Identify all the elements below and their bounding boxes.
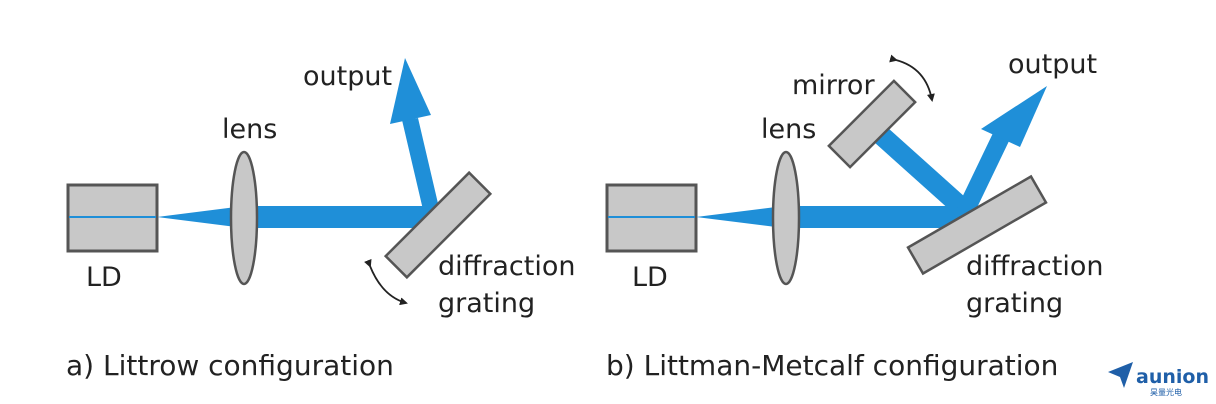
lens-label-b: lens	[761, 114, 816, 145]
output-label-b: output	[1008, 49, 1097, 80]
ld-label-b: LD	[632, 262, 668, 293]
grating-label-line1-b: diffraction	[966, 251, 1103, 282]
output-beam-a	[402, 118, 440, 214]
output-arrowhead-b	[981, 86, 1047, 147]
panel-littrow: output lens LD diffraction grating a) Li…	[66, 58, 575, 382]
lens-a	[229, 150, 259, 286]
ld-label-a: LD	[86, 262, 122, 293]
grating-label-line2-b: grating	[966, 288, 1063, 319]
collimated-beam-a	[244, 206, 434, 228]
mirror-beam-b	[874, 128, 975, 220]
grating-label-line2-a: grating	[438, 288, 535, 319]
diverging-beam-b	[696, 206, 784, 228]
mirror-label-b: mirror	[792, 70, 875, 101]
logo-name: aunion	[1136, 366, 1209, 388]
grating-label-line1-a: diffraction	[438, 251, 575, 282]
paper-plane-icon	[1108, 362, 1133, 388]
collimated-beam-b	[784, 206, 964, 228]
diverging-beam-a	[157, 206, 244, 228]
lens-b	[771, 150, 801, 286]
diffraction-grating-b	[906, 174, 1048, 276]
caption-a: a) Littrow configuration	[66, 349, 394, 382]
rotation-arrow-grating-a	[364, 258, 408, 306]
caption-b: b) Littman-Metcalf configuration	[606, 349, 1058, 382]
output-beam-b	[957, 131, 1010, 216]
aunion-logo: aunion 昊量光电	[1108, 362, 1209, 397]
lens-label-a: lens	[222, 114, 277, 145]
panel-littman-metcalf: output mirror lens LD diffraction gratin…	[605, 49, 1103, 382]
rotation-arrow-mirror-b	[889, 54, 935, 102]
output-arrowhead-a	[390, 58, 431, 124]
output-label-a: output	[303, 61, 392, 92]
logo-subtitle: 昊量光电	[1150, 387, 1182, 397]
